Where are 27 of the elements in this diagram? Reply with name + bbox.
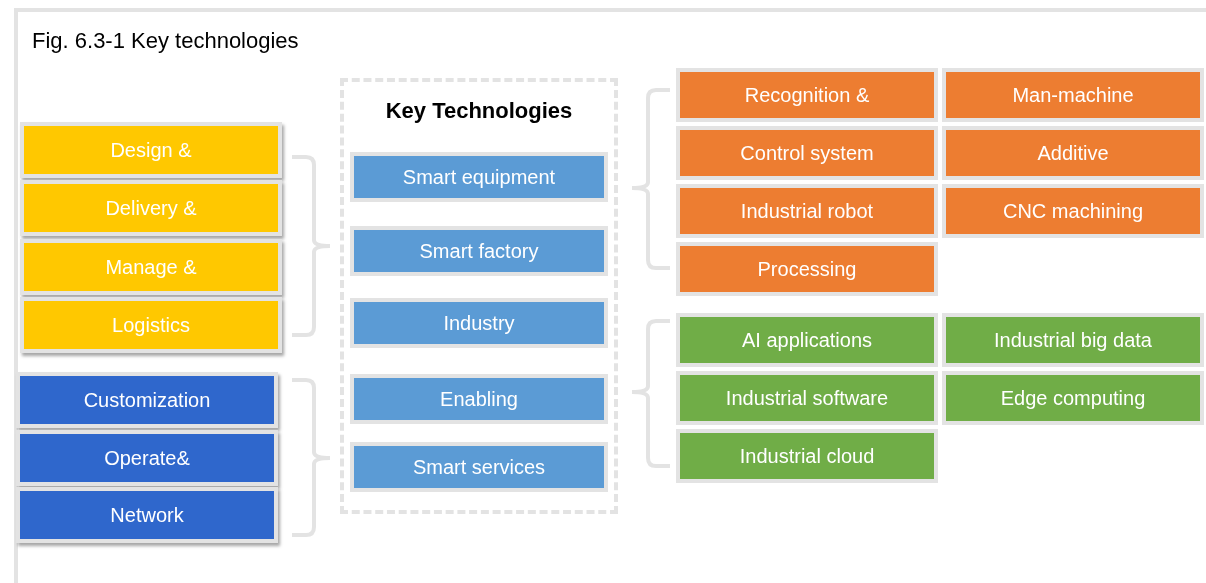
category-box: Network <box>16 487 278 543</box>
category-box: Operate& <box>16 430 278 486</box>
category-box: Smart factory <box>350 226 608 276</box>
category-box: Man-machine <box>942 68 1204 122</box>
category-box: Customization <box>16 372 278 428</box>
category-box: Manage & <box>20 239 282 295</box>
category-box: Delivery & <box>20 180 282 236</box>
category-box: Logistics <box>20 297 282 353</box>
category-box: CNC machining <box>942 184 1204 238</box>
category-box: Smart services <box>350 442 608 492</box>
category-box: Additive <box>942 126 1204 180</box>
figure-title: Fig. 6.3-1 Key technologies <box>32 28 299 54</box>
category-box: Recognition & <box>676 68 938 122</box>
category-box: AI applications <box>676 313 938 367</box>
category-box: Industrial software <box>676 371 938 425</box>
category-box: Enabling <box>350 374 608 424</box>
dashed-panel <box>340 78 618 514</box>
category-box: Processing <box>676 242 938 296</box>
category-box: Industrial robot <box>676 184 938 238</box>
category-box: Industry <box>350 298 608 348</box>
category-box: Control system <box>676 126 938 180</box>
category-box: Industrial big data <box>942 313 1204 367</box>
panel-heading: Key Technologies <box>384 98 574 124</box>
category-box: Smart equipment <box>350 152 608 202</box>
category-box: Design & <box>20 122 282 178</box>
category-box: Industrial cloud <box>676 429 938 483</box>
category-box: Edge computing <box>942 371 1204 425</box>
